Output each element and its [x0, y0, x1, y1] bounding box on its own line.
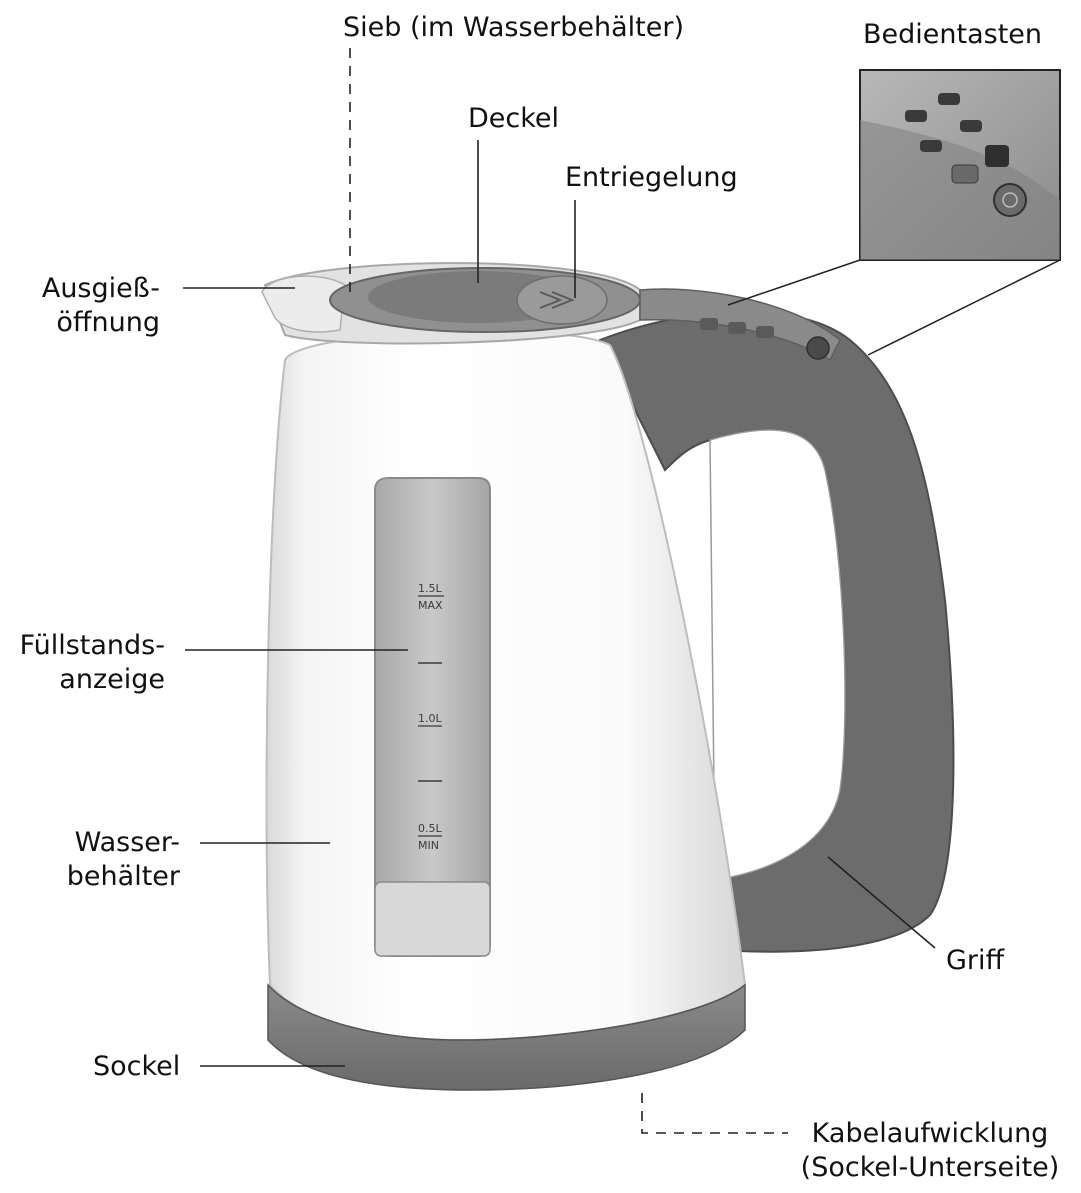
label-ausgiess-line1: Ausgieß-: [20, 272, 160, 306]
label-fuellstand: Füllstands- anzeige: [0, 629, 165, 697]
control-panel-inset: [860, 70, 1060, 260]
label-sockel: Sockel: [93, 1050, 180, 1084]
label-wasser: Wasser- behälter: [30, 826, 180, 894]
gauge-max-label: MAX: [418, 599, 443, 612]
gauge-mid-value: 1.0L: [418, 712, 442, 725]
gauge-max-value: 1.5L: [418, 582, 442, 595]
gauge-min-value: 0.5L: [418, 822, 442, 835]
label-kabel: Kabelaufwicklung (Sockel-Unterseite): [790, 1117, 1070, 1185]
label-ausgiess: Ausgieß- öffnung: [20, 272, 160, 340]
label-bedientasten: Bedientasten: [863, 18, 1042, 52]
label-wasser-line1: Wasser-: [30, 826, 180, 860]
label-wasser-line2: behälter: [30, 860, 180, 894]
label-fuellstand-line1: Füllstands-: [0, 629, 165, 663]
label-deckel: Deckel: [468, 102, 559, 136]
label-kabel-line2: (Sockel-Unterseite): [790, 1151, 1070, 1185]
label-griff: Griff: [946, 944, 1004, 978]
label-fuellstand-line2: anzeige: [0, 663, 165, 697]
label-sieb: Sieb (im Wasserbehälter): [343, 11, 684, 45]
gauge-min-label: MIN: [418, 839, 439, 852]
label-entriegelung: Entriegelung: [565, 161, 738, 195]
label-kabel-line1: Kabelaufwicklung: [790, 1117, 1070, 1151]
label-ausgiess-line2: öffnung: [20, 306, 160, 340]
